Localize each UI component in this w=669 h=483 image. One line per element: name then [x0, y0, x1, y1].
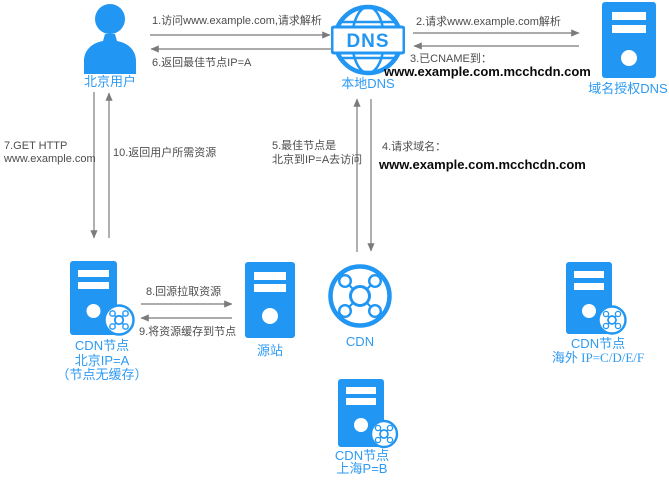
step3-label: 3.已CNAME到：: [410, 53, 492, 65]
origin-site-label: 源站: [256, 343, 284, 358]
local-dns-label: 本地DNS: [341, 76, 395, 91]
step9-label: 9.将资源缓存到节点: [139, 326, 237, 338]
cdn-node-badge-icon: [369, 419, 399, 449]
cdn-node-beijing-label-3: （节点无缓存）: [56, 367, 148, 382]
cdn-node-badge-icon: [597, 305, 627, 335]
server-icon-cdn-node-shanghai: [338, 379, 399, 449]
step3-domain: www.example.com.mcchcdn.com: [384, 64, 591, 79]
dns-icon-text: DNS: [346, 31, 389, 52]
step6-label: 6.返回最佳节点IP=A: [152, 57, 252, 69]
dns-globe-icon: DNS: [331, 4, 405, 76]
server-icon-auth-dns: [602, 2, 656, 78]
server-icon-origin: [245, 262, 295, 338]
cdn-node-shanghai-label-2: 上海P=B: [336, 461, 388, 476]
cdn-node-badge-icon: [103, 304, 135, 336]
cdn-node-beijing-label-2: 北京IP=A: [74, 353, 130, 368]
user-icon: [84, 4, 136, 74]
server-icon-cdn-node-beijing: [70, 261, 135, 336]
step4-label: 4.请求域名：: [382, 141, 447, 153]
server-icon-cdn-node-overseas: [566, 262, 627, 335]
cdn-label: CDN: [345, 334, 375, 349]
step4-domain: www.example.com.mcchcdn.com: [379, 157, 586, 172]
cdn-node-beijing-label-1: CDN节点: [74, 338, 130, 353]
step5-label-1: 5.最佳节点是: [272, 140, 337, 152]
step10-label: 10.返回用户所需资源: [113, 147, 217, 159]
cdn-node-overseas-label-1: CDN节点: [570, 336, 626, 351]
cdn-network-icon: [328, 264, 392, 328]
cdn-node-shanghai-label-1: CDN节点: [334, 448, 390, 463]
beijing-user-label: 北京用户: [83, 74, 137, 89]
step2-label: 2.请求www.example.com解析: [416, 16, 561, 28]
step8-label: 8.回源拉取资源: [146, 286, 222, 298]
cdn-node-overseas-label-2: 海外 IP=C/D/E/F: [551, 350, 645, 365]
step7-label-1: 7.GET HTTP: [4, 140, 68, 152]
auth-dns-label: 域名授权DNS: [588, 81, 668, 96]
step7-label-2: www.example.com: [4, 153, 96, 165]
step5-label-2: 北京到IP=A去访问: [272, 154, 363, 166]
step1-label: 1.访问www.example.com,请求解析: [152, 15, 322, 27]
